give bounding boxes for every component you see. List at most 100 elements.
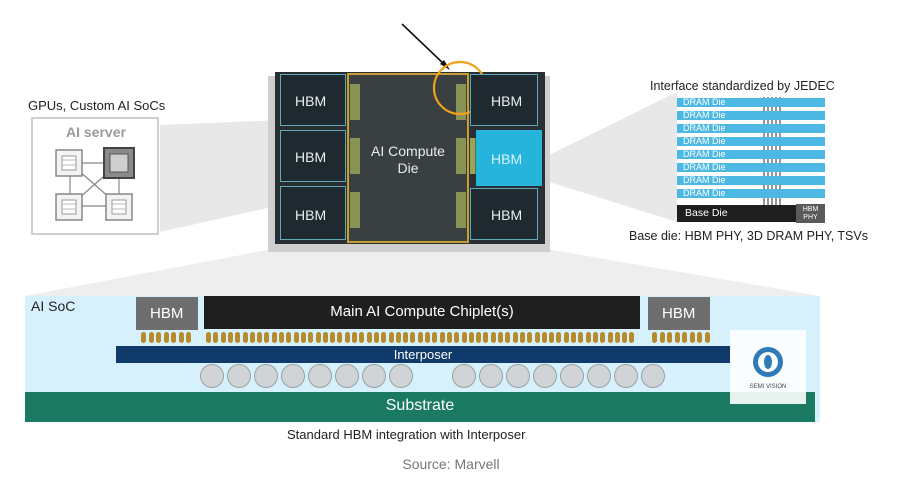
semi-vision-logo-icon: [753, 347, 783, 377]
microbump: [505, 332, 511, 343]
microbump: [704, 332, 710, 343]
microbump: [141, 332, 146, 343]
dram-die-row: DRAM Die: [677, 175, 825, 185]
compute-die-label-line2: Die: [397, 160, 419, 176]
hbm-block-right-label: HBM: [662, 305, 696, 322]
microbump: [257, 332, 263, 343]
ai-server-label: AI server: [66, 124, 126, 140]
compute-die: [347, 73, 469, 243]
base-die-label: Base Die: [685, 207, 728, 219]
microbump: [322, 332, 328, 343]
microbump: [571, 332, 576, 343]
c4-bump-row: [0, 364, 902, 392]
left-panel-title: GPUs, Custom AI SoCs: [28, 98, 166, 113]
microbump: [629, 332, 635, 343]
microbump: [403, 332, 409, 343]
soc-label: AI SoC: [31, 298, 76, 314]
microbump: [235, 332, 241, 343]
c4-bump: [533, 364, 557, 388]
c4-bump: [281, 364, 305, 388]
microbump: [468, 332, 474, 343]
microbump: [264, 332, 270, 343]
hbm-label: HBM: [491, 207, 523, 223]
microbump: [417, 332, 423, 343]
right-panel-caption: Base die: HBM PHY, 3D DRAM PHY, TSVs: [629, 229, 868, 243]
hbm-label: HBM: [295, 93, 327, 109]
microbump-row: [0, 332, 902, 344]
microbump: [410, 332, 416, 343]
semi-vision-watermark: SEMI VISION: [730, 330, 806, 404]
left-callout-wedge: [160, 120, 281, 232]
microbump: [330, 332, 336, 343]
interposer-label: Interposer: [393, 347, 453, 362]
microbump: [220, 332, 226, 343]
microbump: [171, 332, 176, 343]
c4-bump: [335, 364, 359, 388]
microbump: [549, 332, 555, 343]
microbump: [163, 332, 169, 343]
microbump: [490, 332, 496, 343]
microbump: [652, 332, 657, 343]
microbump: [227, 332, 233, 343]
dram-die-label: DRAM Die: [683, 110, 726, 120]
bottom-callout-wedge: [25, 248, 820, 296]
dram-die-row: DRAM Die: [677, 188, 825, 198]
right-callout-wedge: [543, 92, 677, 222]
c4-bump: [641, 364, 665, 388]
compute-die-label: AI Compute Die: [360, 143, 456, 177]
hbm-label: HBM: [491, 93, 523, 109]
microbump: [213, 332, 219, 343]
dram-die-label: DRAM Die: [683, 149, 726, 159]
dram-die-label: DRAM Die: [683, 162, 726, 172]
c4-bump: [308, 364, 332, 388]
microbump: [578, 332, 584, 343]
microbump: [461, 332, 467, 343]
microbump: [674, 332, 680, 343]
microbump: [148, 332, 154, 343]
cross-section-caption: Standard HBM integration with Interposer: [287, 427, 526, 442]
microbump: [366, 332, 372, 343]
c4-bump: [479, 364, 503, 388]
microbump: [446, 332, 452, 343]
base-die: Base Die: [677, 205, 825, 222]
c4-bump: [614, 364, 638, 388]
hbm-block-left: HBM: [136, 297, 198, 330]
microbump: [206, 332, 211, 343]
dram-die-label: DRAM Die: [683, 188, 726, 198]
hbm-phy-block: HBM PHY: [796, 204, 825, 223]
microbump: [689, 332, 695, 343]
main-compute-chiplet: Main AI Compute Chiplet(s): [204, 296, 640, 329]
hbm-label: HBM: [295, 207, 327, 223]
hbm-tile-highlighted: HBM: [476, 130, 542, 186]
microbump: [300, 332, 306, 343]
microbump: [425, 332, 430, 343]
microbump: [337, 332, 343, 343]
main-compute-chiplet-label: Main AI Compute Chiplet(s): [330, 303, 514, 320]
microbump: [178, 332, 184, 343]
substrate-label: Substrate: [385, 397, 455, 414]
microbump: [476, 332, 482, 343]
ai-server-box: [31, 117, 159, 235]
microbump: [249, 332, 255, 343]
microbump: [519, 332, 525, 343]
hbm-label: HBM: [295, 149, 327, 165]
microbump: [308, 332, 314, 343]
microbump: [373, 332, 379, 343]
hbm-phy-label-line1: HBM: [802, 206, 819, 213]
microbump: [186, 332, 191, 343]
right-panel-title: Interface standardized by JEDEC: [650, 79, 835, 93]
microbump: [352, 332, 357, 343]
microbump: [592, 332, 598, 343]
dram-die-label: DRAM Die: [683, 97, 726, 107]
hbm-block-left-label: HBM: [150, 305, 184, 322]
microbump: [541, 332, 547, 343]
c4-bump: [227, 364, 251, 388]
c4-bump: [506, 364, 530, 388]
c4-bump: [200, 364, 224, 388]
substrate-bar: [25, 392, 815, 422]
c4-bump: [389, 364, 413, 388]
microbump: [432, 332, 438, 343]
microbump: [359, 332, 365, 343]
microbump: [607, 332, 613, 343]
hbm-tile-top-left: HBM: [280, 74, 346, 126]
